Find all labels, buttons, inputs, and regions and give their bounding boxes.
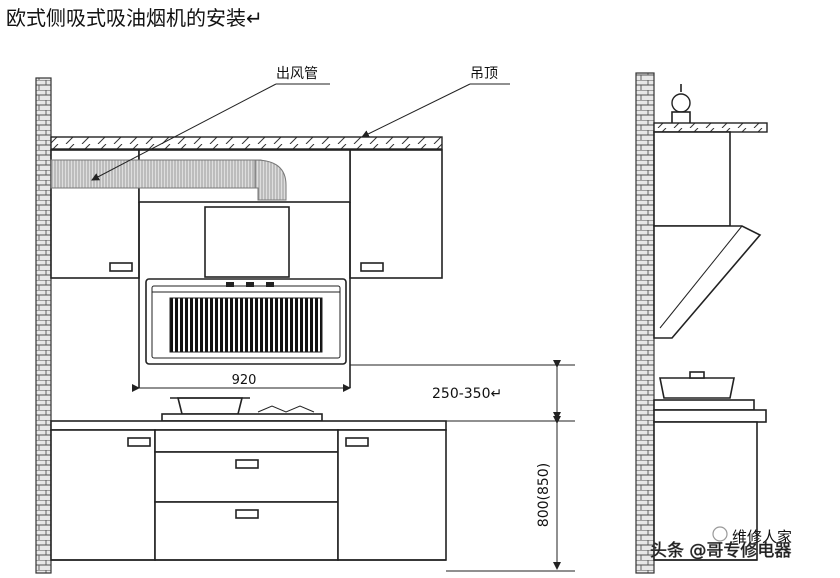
cabinet-handle	[360, 262, 384, 272]
height-range-label: 250-350↵	[432, 386, 502, 402]
drawer-handle	[235, 459, 259, 469]
diagram-title: 欧式侧吸式吸油烟机的安装↵	[6, 6, 263, 30]
duct-leader-line	[91, 83, 277, 181]
countertop	[50, 420, 447, 431]
side-cooktop	[653, 399, 755, 411]
side-pot-lid-handle	[689, 371, 705, 379]
cooktop	[161, 413, 323, 422]
side-mount-block	[671, 111, 691, 125]
ceiling-slab	[50, 136, 443, 150]
side-motor-icon	[671, 93, 691, 113]
lower-drawer-top	[154, 429, 339, 453]
lower-cabinet-left	[50, 429, 156, 561]
width-dimension-label: 920	[232, 373, 257, 388]
side-hood-inner-edge	[659, 225, 743, 329]
side-cooking-pot	[659, 377, 735, 399]
hood-control-button	[226, 282, 234, 287]
duct-label: 出风管	[276, 66, 318, 82]
lower-cabinet-right	[337, 429, 447, 561]
cabinet-handle	[345, 437, 369, 447]
exhaust-duct	[50, 159, 262, 189]
side-hood-body	[653, 225, 762, 339]
side-hood-chimney	[653, 131, 731, 227]
watermark: 维修人家 头条 @哥专修电器	[650, 526, 792, 561]
side-ceiling-slab	[653, 122, 768, 133]
watermark-source: 头条 @哥专修电器	[650, 541, 791, 561]
left-wall	[35, 77, 52, 574]
drawer-handle	[235, 509, 259, 519]
watermark-brand: 维修人家	[732, 528, 792, 546]
cabinet-handle	[109, 262, 133, 272]
hood-control-button	[266, 282, 274, 287]
side-lower-cabinet	[653, 421, 758, 561]
counter-height-label: 800(850)	[536, 463, 552, 527]
exhaust-duct-elbow	[254, 159, 287, 201]
gas-burner	[257, 405, 315, 413]
ceiling-label: 吊顶	[470, 66, 498, 82]
side-view-wall	[635, 72, 655, 574]
hood-chimney	[204, 206, 290, 278]
hood-control-button	[246, 282, 254, 287]
side-countertop	[653, 409, 767, 423]
cabinet-handle	[127, 437, 151, 447]
hood-grille	[169, 297, 323, 353]
watermark-logo-icon	[712, 526, 728, 542]
ceiling-leader-line	[361, 83, 471, 138]
cooking-pot	[176, 397, 244, 415]
upper-cabinet-right	[349, 149, 443, 279]
